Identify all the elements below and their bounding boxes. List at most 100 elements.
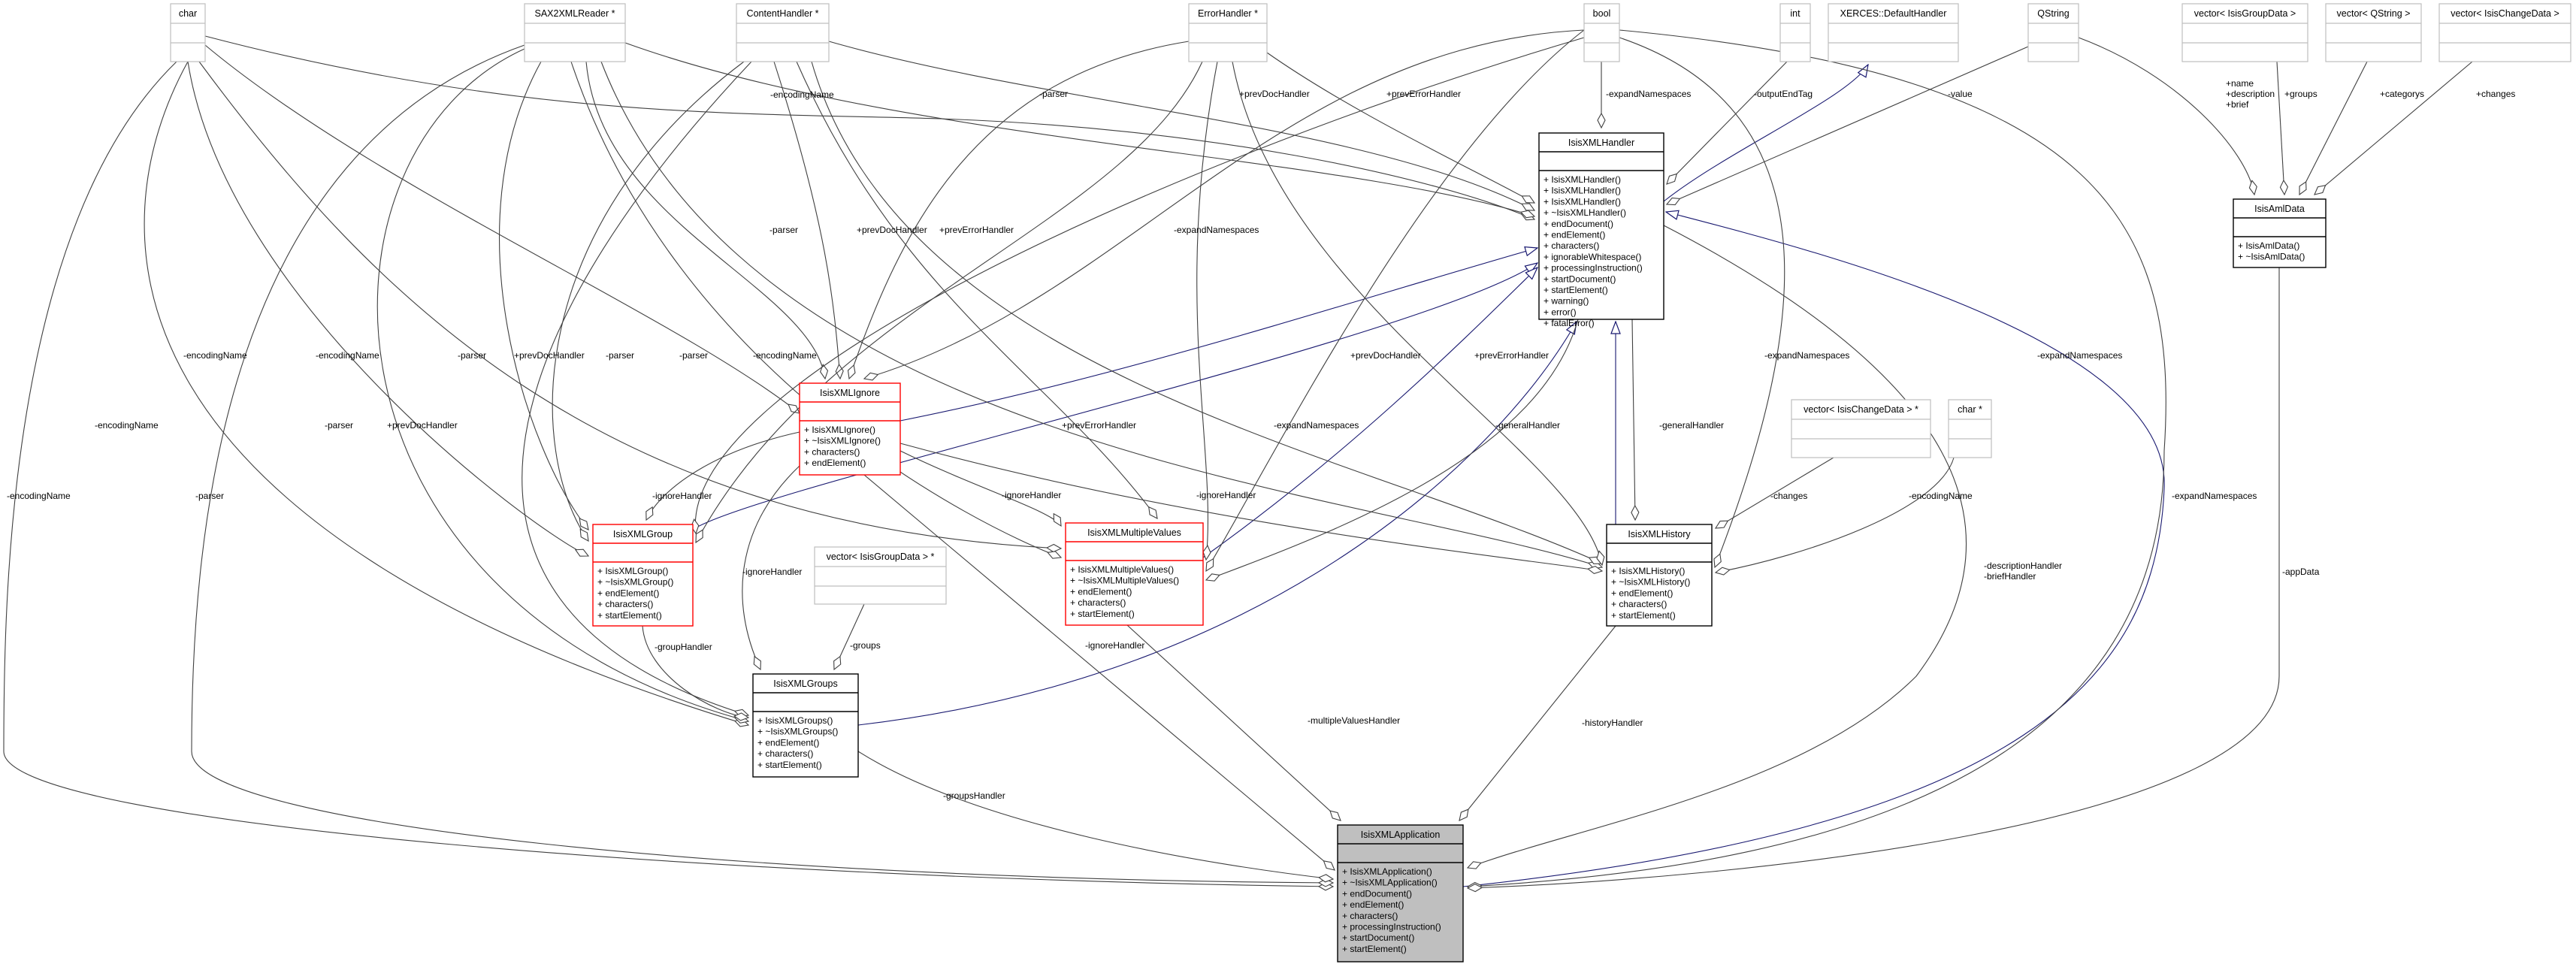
edge-label: -generalHandler [1495, 420, 1560, 431]
class-box-frame [799, 382, 901, 476]
inheritance-edge-group-handler [692, 263, 1537, 530]
class-box-handler[interactable]: IsisXMLHandler+ IsisXMLHandler()+ IsisXM… [1538, 132, 1664, 328]
edge-label: +prevDocHandler [1239, 89, 1310, 99]
class-box-char[interactable]: char [170, 3, 206, 62]
class-box-frame [814, 546, 947, 605]
class-box-frame [1583, 3, 1620, 62]
edge-label: +prevDocHandler [514, 350, 585, 361]
class-box-frame [170, 3, 206, 62]
class-name: vector< IsisChangeData > [2451, 8, 2559, 19]
method-entry: + endDocument() [1342, 888, 1412, 899]
member-edge-ignore-groups [742, 465, 800, 669]
method-entry: + IsisXMLApplication() [1342, 866, 1432, 877]
edge-label: -expandNamespaces [1174, 225, 1259, 235]
edge-label: -encodingName [770, 89, 834, 100]
edge-label: -ignoreHandler [1196, 490, 1256, 500]
edge-label: +prevDocHandler [1350, 350, 1421, 361]
class-box-mv[interactable]: IsisXMLMultipleValues + IsisXMLMultipleVa… [1065, 522, 1204, 626]
member-edge-bool-ignore [864, 29, 1585, 379]
method-entry: + characters() [804, 446, 860, 457]
member-edge-error-history [1232, 61, 1602, 565]
class-box-qstring[interactable]: QString [2027, 3, 2079, 62]
method-entry: + IsisXMLIgnore() [804, 425, 875, 435]
class-box-frame [1065, 522, 1204, 626]
method-entry: + IsisXMLHistory() [1611, 566, 1685, 576]
class-box-group[interactable]: IsisXMLGroup+ IsisXMLGroup()+ ~IsisXMLGr… [592, 524, 694, 627]
member-edge-sax-groups [376, 48, 748, 721]
member-edge-sax-history [600, 61, 1602, 567]
class-box-vcdp[interactable]: vector< IsisChangeData > * [1791, 399, 1931, 458]
class-box-vgd[interactable]: vector< IsisGroupData > [2181, 3, 2308, 62]
edge-label: +categorys [2380, 89, 2424, 99]
method-entry: + IsisXMLGroups() [757, 715, 833, 726]
class-name: IsisXMLMultipleValues [1087, 527, 1181, 538]
class-box-app[interactable]: IsisXMLApplication+ IsisXMLApplication()… [1337, 824, 1464, 962]
member-edge-bool-group [695, 37, 1585, 533]
member-edge-error-handler [1266, 52, 1534, 203]
class-box-frame [1791, 399, 1931, 458]
member-edge-sax-app [191, 44, 1333, 883]
member-edge-group-groups [642, 625, 748, 718]
class-box-aml[interactable]: IsisAmlData+ IsisAmlData()+ ~IsisAmlData… [2233, 198, 2327, 268]
method-entry: + ignorableWhitespace() [1543, 252, 1641, 262]
member-edge-vgdp-groups [834, 603, 865, 669]
member-edge-qstring-handler [1667, 46, 2029, 204]
class-box-vcd[interactable]: vector< IsisChangeData > [2438, 3, 2571, 62]
edge-label: -multipleValuesHandler [1308, 715, 1400, 726]
class-name: IsisXMLGroup [613, 529, 673, 539]
method-entry: + ~IsisXMLGroups() [757, 727, 838, 737]
class-name: vector< IsisGroupData > * [827, 552, 935, 562]
method-entry: + ~IsisXMLIgnore() [804, 436, 881, 446]
method-entry: + IsisXMLMultipleValues() [1070, 564, 1174, 575]
member-edge-vgd-aml [2276, 61, 2284, 195]
member-edge-content-groups [522, 61, 752, 715]
edge-label: +prevErrorHandler [1062, 420, 1136, 431]
edge-label: -historyHandler [1582, 718, 1643, 728]
edge-label: -ignoreHandler [742, 567, 802, 577]
edge-label: +description [2226, 89, 2275, 99]
class-box-int[interactable]: int [1779, 3, 1811, 62]
class-box-bool[interactable]: bool [1583, 3, 1620, 62]
class-box-error[interactable]: ErrorHandler * [1188, 3, 1268, 62]
class-name: ContentHandler * [747, 8, 819, 19]
class-box-frame [1337, 824, 1464, 962]
member-edge-int-handler [1667, 61, 1788, 184]
member-edge-sax-mv [570, 61, 1061, 558]
class-box-frame [2181, 3, 2308, 62]
edge-label: -parser [679, 350, 708, 361]
class-name: IsisXMLGroups [773, 678, 837, 689]
edge-label: +name [2226, 78, 2254, 89]
edge-label: -encodingName [753, 350, 817, 361]
class-box-vgdp[interactable]: vector< IsisGroupData > * [814, 546, 947, 605]
method-entry: + endElement() [597, 588, 659, 598]
class-box-xerces[interactable]: XERCES::DefaultHandler [1828, 3, 1959, 62]
method-entry: + characters() [597, 599, 653, 609]
member-edge-sax-ignore [585, 61, 825, 379]
class-box-ignore[interactable]: IsisXMLIgnore+ IsisXMLIgnore()+ ~IsisXML… [799, 382, 901, 476]
class-box-frame [736, 3, 830, 62]
member-edge-vqs-aml [2299, 61, 2368, 195]
class-box-history[interactable]: IsisXMLHistory+ IsisXMLHistory()+ ~IsisX… [1606, 524, 1713, 627]
class-box-groups[interactable]: IsisXMLGroups + IsisXMLGroups()+ ~IsisXML… [752, 673, 859, 778]
method-entry: + startElement() [1611, 610, 1676, 621]
class-box-sax[interactable]: SAX2XMLReader * [524, 3, 626, 62]
edge-label: -parser [1039, 89, 1068, 99]
method-entry: + endElement() [804, 458, 866, 468]
edge-label: -encodingName [183, 350, 247, 361]
class-box-charp[interactable]: char * [1948, 399, 1992, 458]
method-entry: + IsisXMLHandler() [1543, 196, 1621, 207]
class-name: ErrorHandler * [1198, 8, 1258, 19]
inheritance-edge-ignore-handler [899, 248, 1537, 422]
class-box-content[interactable]: ContentHandler * [736, 3, 830, 62]
class-box-frame [752, 673, 859, 778]
edge-label: -encodingName [95, 420, 159, 431]
method-entry: + endElement() [1543, 230, 1605, 240]
method-entry: + endElement() [1070, 586, 1132, 597]
member-edge-content-ignore [773, 61, 840, 379]
class-box-vqs[interactable]: vector< QString > [2325, 3, 2422, 62]
edge-label: -ignoreHandler [652, 491, 712, 501]
member-edge-qstring-aml [2078, 37, 2254, 195]
class-box-frame [2027, 3, 2079, 62]
method-entry: + ~IsisXMLMultipleValues() [1070, 576, 1179, 586]
